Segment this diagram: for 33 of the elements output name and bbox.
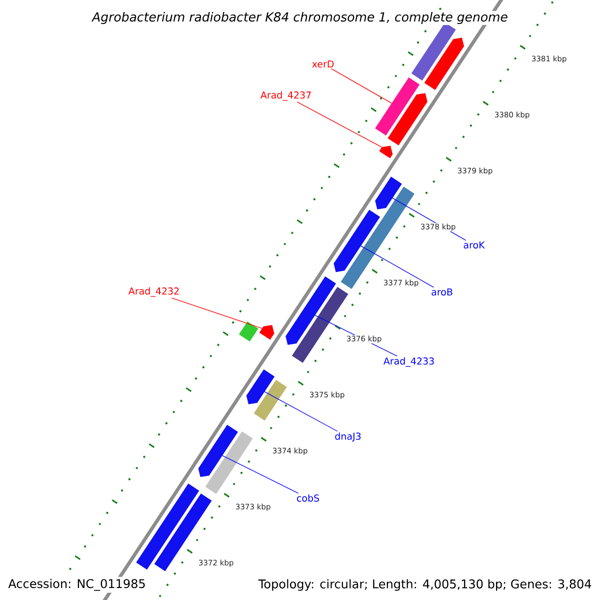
title-text: Agrobacterium radiobacter K84 chromosome 1, complete genome: [91, 10, 509, 26]
gene-label: Arad_4237: [260, 91, 311, 101]
gene-block: [375, 77, 420, 136]
gene-label: aroK: [464, 241, 485, 249]
gene-label: aroB: [432, 288, 452, 296]
gene-block: [424, 38, 464, 90]
gene-label: Arad_4232: [128, 287, 179, 297]
leader-line: [264, 391, 338, 432]
gene-label: xerD: [312, 60, 334, 68]
gene-block: [292, 286, 348, 363]
gene-block: [286, 276, 336, 345]
leader-line: [222, 455, 298, 494]
gene-label: dnaJ3: [335, 432, 361, 442]
gene-block: [246, 369, 275, 404]
gene-block: [411, 22, 456, 81]
leader-line: [296, 102, 382, 148]
gene-block: [334, 210, 380, 272]
leader-line: [330, 68, 392, 104]
accession-text: Accession: NC_011985: [6, 576, 148, 593]
genome-info-text: Topology: circular; Length: 4,005,130 bp; Genes: 3,804: [256, 577, 594, 593]
gene-block: [379, 146, 393, 158]
gene-block: [238, 322, 258, 342]
gene-label: cobS: [296, 494, 320, 502]
gene-block: [254, 380, 287, 421]
gene-block: [375, 176, 402, 210]
gene-label: Arad_4233: [384, 357, 434, 367]
leader-line: [171, 298, 262, 329]
leader-line: [360, 246, 434, 288]
gene-block: [205, 431, 253, 494]
gene-block: [259, 324, 274, 340]
gene-block: [388, 93, 428, 146]
gene-block: [136, 484, 200, 570]
gene-block: [198, 424, 238, 478]
